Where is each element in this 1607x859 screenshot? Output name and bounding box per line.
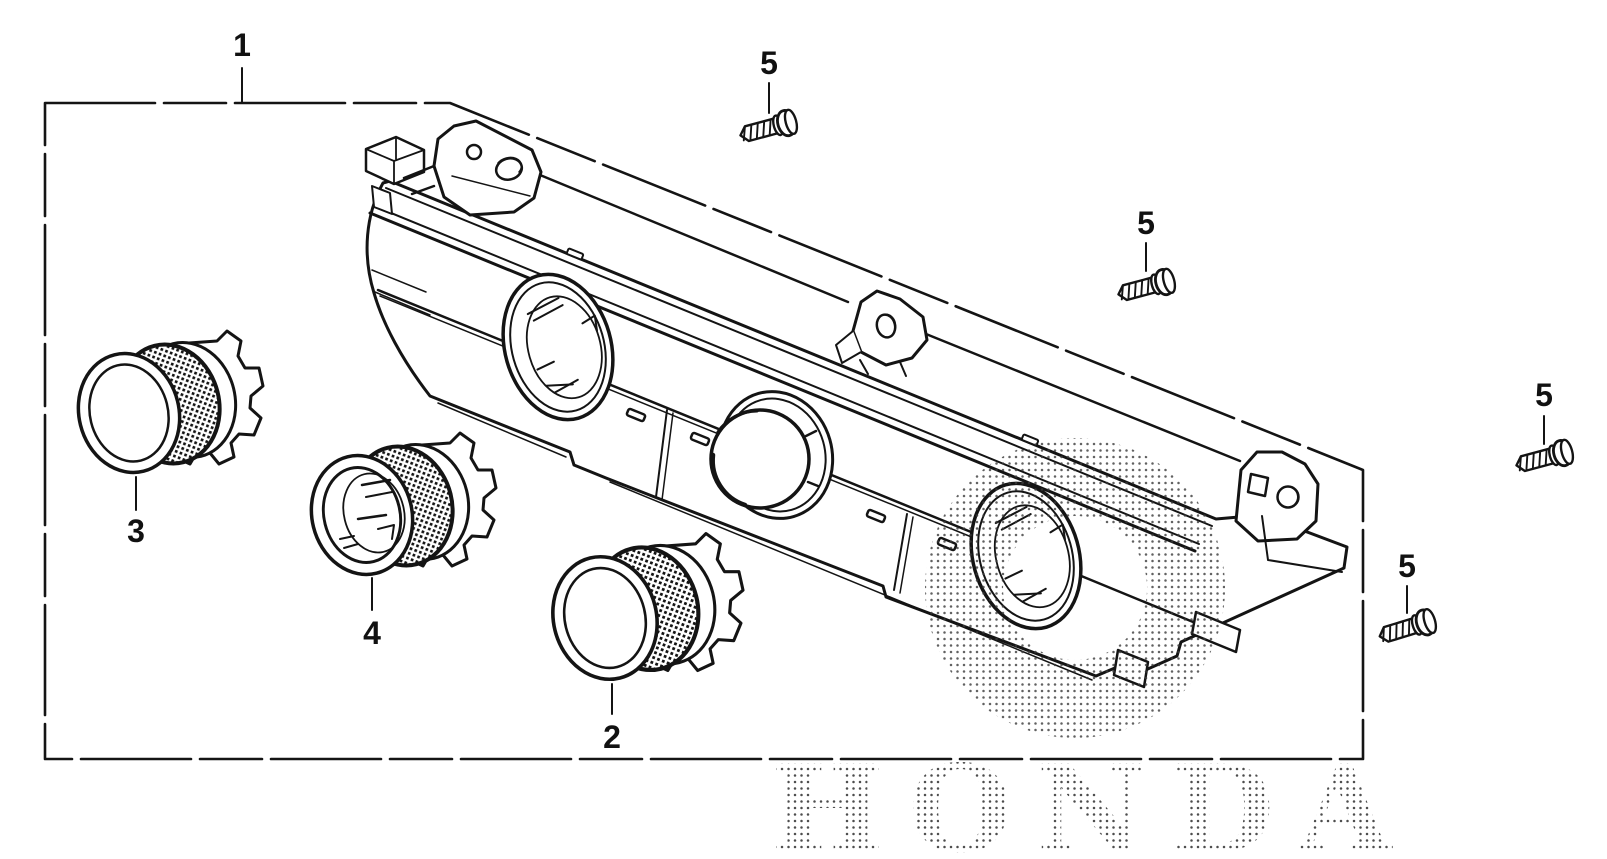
bracket-hole (1246, 472, 1270, 498)
callout-4: 4 (363, 577, 381, 651)
callout-1: 1 (233, 27, 251, 103)
button-slot (865, 508, 887, 524)
bracket-hole (465, 143, 483, 161)
callout-1-label[interactable]: 1 (233, 27, 251, 63)
button-slot (689, 431, 711, 447)
honda-watermark: HONDA (771, 438, 1416, 859)
callout-4-label[interactable]: 4 (363, 615, 381, 651)
honda-watermark-text: HONDA (771, 739, 1416, 859)
callout-5-top-label[interactable]: 5 (760, 45, 778, 81)
screw-5-top (735, 106, 801, 150)
callout-3: 3 (127, 476, 145, 549)
callout-5-lower-right-label[interactable]: 5 (1398, 548, 1416, 584)
center-dial-knob (709, 390, 835, 520)
callout-5-upper-right-label[interactable]: 5 (1137, 205, 1155, 241)
callout-3-label[interactable]: 3 (127, 513, 145, 549)
callout-5-far-right-label[interactable]: 5 (1535, 377, 1553, 413)
knob-2 (540, 534, 743, 691)
right-mount-bracket (1234, 450, 1320, 543)
button-slot (625, 407, 647, 423)
callout-5-far-right: 5 (1535, 377, 1553, 445)
callout-5-upper-right: 5 (1137, 205, 1155, 272)
callout-2-label[interactable]: 2 (603, 719, 621, 755)
screw-5-upper-right (1113, 265, 1179, 309)
callout-5-top: 5 (760, 45, 778, 114)
left-clip (364, 135, 436, 215)
control-panel-assembly (364, 119, 1349, 689)
honda-logo-ring-watermark (925, 438, 1226, 738)
rail-slot (565, 247, 585, 261)
left-mount-bracket (432, 119, 543, 217)
knob-3 (63, 329, 265, 486)
callout-2: 2 (603, 683, 621, 755)
middle-mount-bracket (835, 289, 929, 377)
callout-5-lower-right: 5 (1398, 548, 1416, 614)
assembly-boundary-box (43, 101, 1365, 761)
knob-4 (296, 431, 498, 588)
